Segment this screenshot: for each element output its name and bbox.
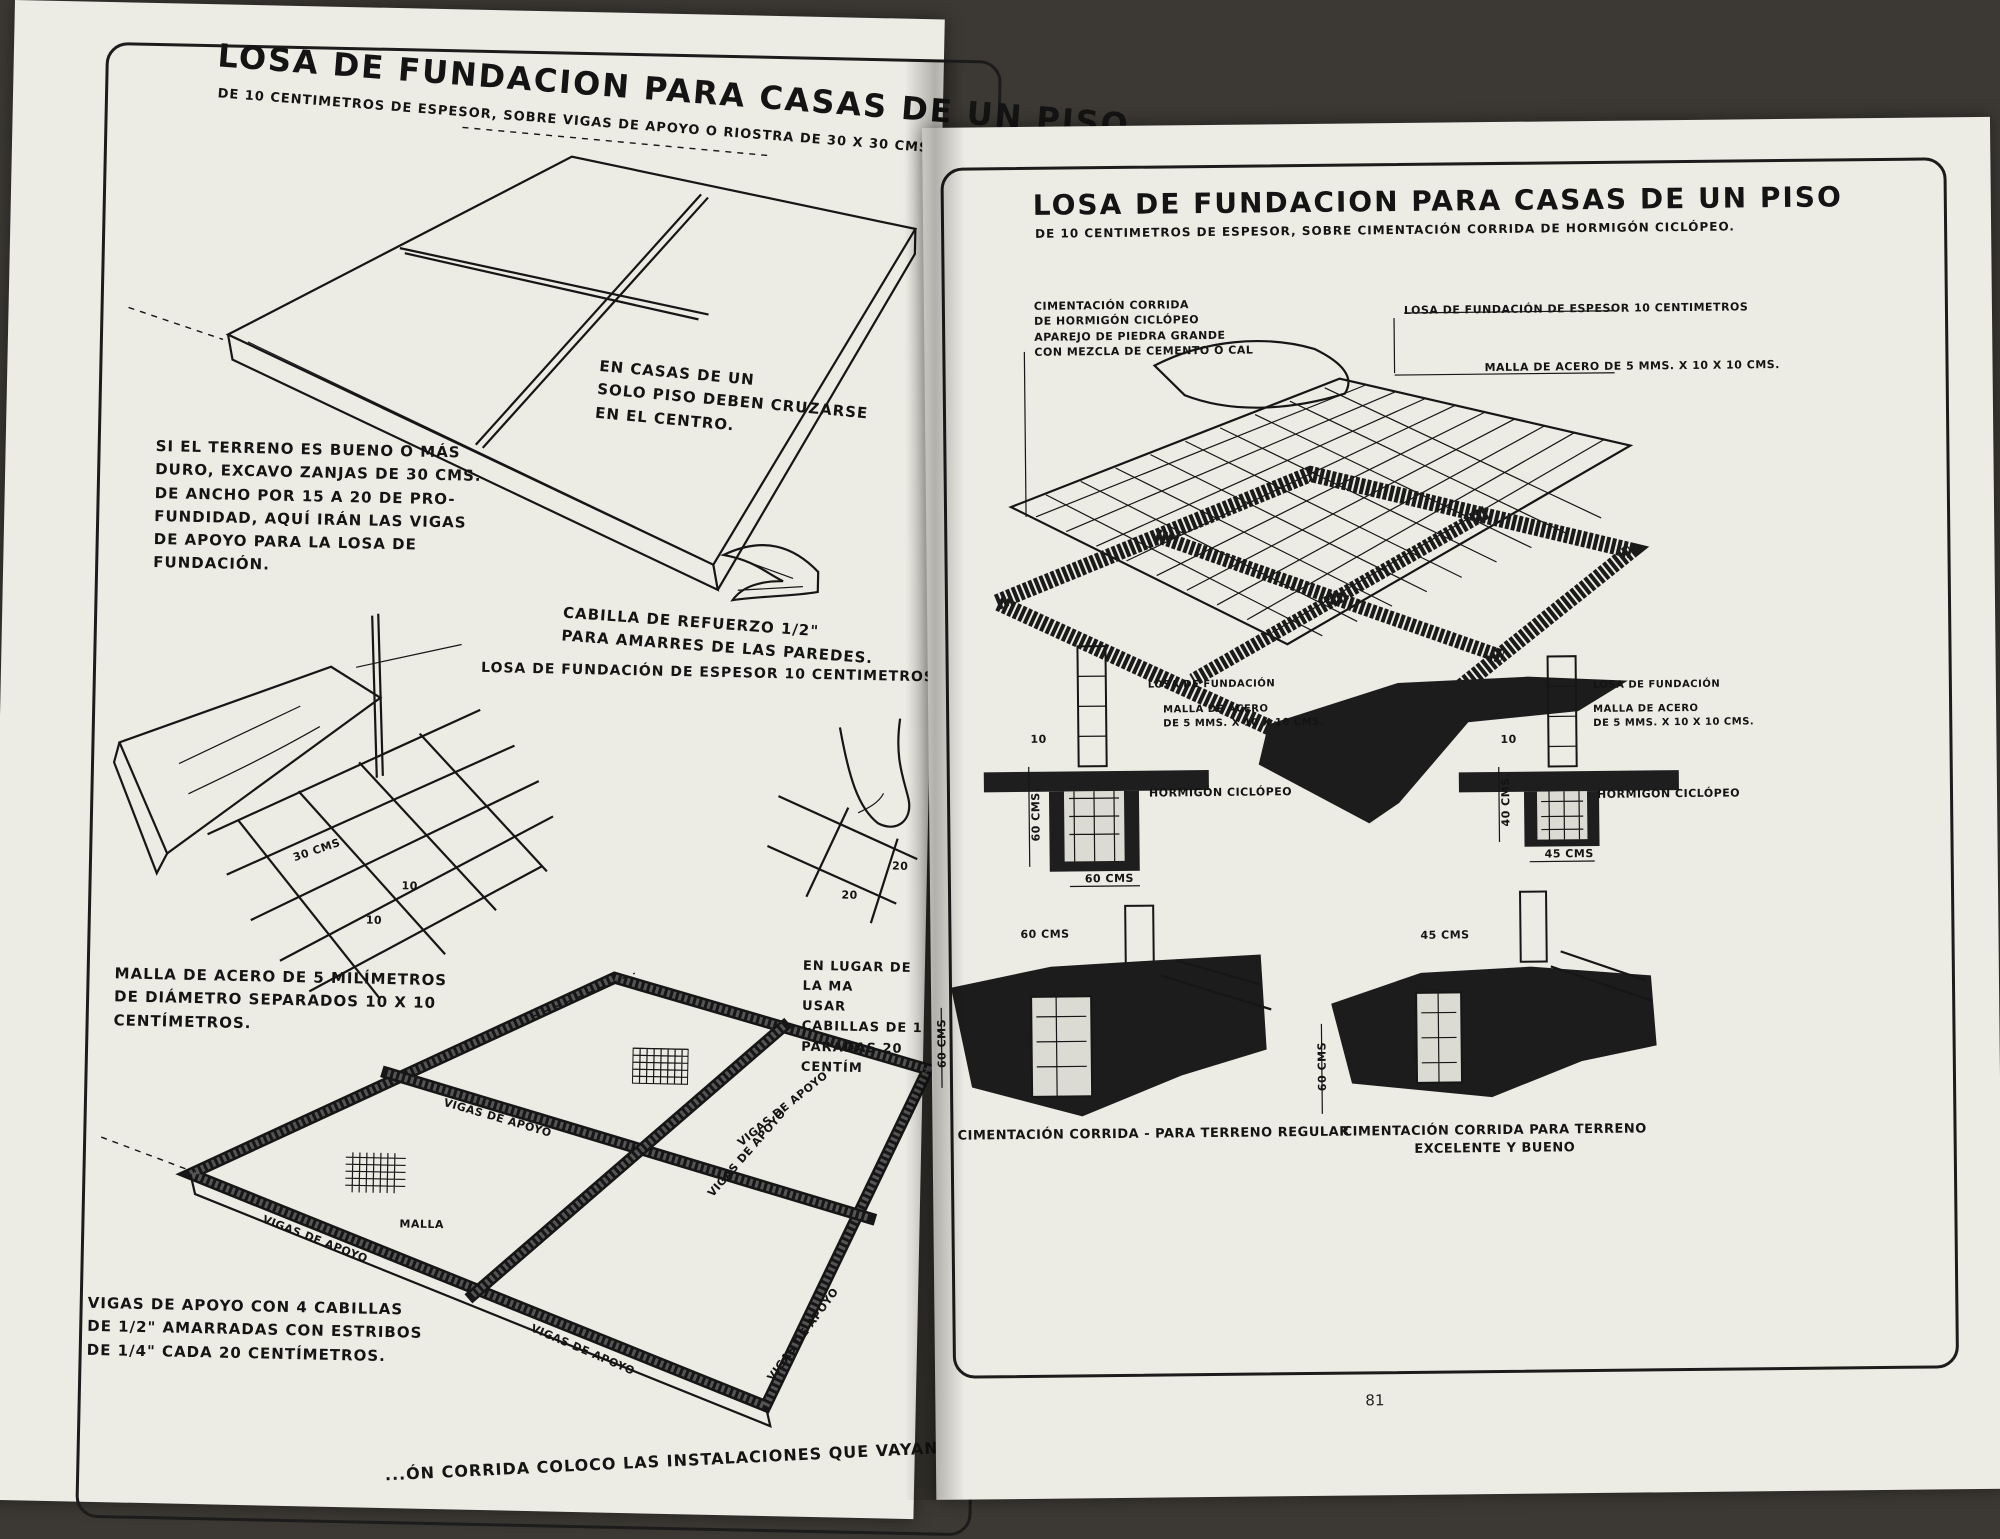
dim-mesh-10b: 10 [366,913,383,929]
dim-hand-20b: 20 [892,859,909,875]
sec1-dim-depth: 60 cms. [1028,788,1044,842]
perspective-1-drawing [940,904,1272,1117]
note-terreno: Si el terreno es bueno o más duro, excav… [153,435,482,581]
persp2-dim-depth: 60 cms [1314,1042,1330,1091]
sec2-dim-top: 10 [1500,732,1516,748]
mesh-patch-1 [632,1048,688,1084]
main-foundation-drawing [994,311,1634,828]
sec2-malla-label: Malla de acero de 5 mms. x 10 x 10 cms. [1593,701,1754,731]
dim-hand-20a: 20 [841,888,858,904]
mesh-patch-2 [345,1152,406,1193]
sec2-losa-label: Losa de fundación [1593,678,1720,693]
left-illustrations [0,0,945,1519]
left-page: Losa de fundacion para casas de un piso … [0,0,945,1519]
sec1-dim-width: 60 cms [1085,871,1134,887]
sec2-hormigon-label: Hormigón ciclópeo [1597,785,1740,802]
right-illustrations [922,117,2000,1500]
right-page: Losa de fundacion para casas de un piso … [922,117,2000,1500]
label-malla-patch: Malla [399,1216,444,1232]
sec1-malla-label: Malla de acero de 5 mms. x 10 x 10 cms. [1163,702,1324,732]
perspective-2-drawing [1320,890,1657,1113]
sec2-dim-width: 45 cms [1545,846,1594,862]
persp1-dim-width: 60 cms [1020,926,1069,942]
sec1-hormigon-label: Hormigón ciclópeo [1149,784,1292,801]
note-malla-acero: Malla de acero de 5 milímetros de diámet… [113,962,447,1039]
sec1-dim-top: 10 [1030,732,1046,748]
wing-ornament [723,544,819,602]
sec1-losa-label: Losa de fundación [1148,677,1275,692]
note-en-lugar: En lugar de la ma usar cabillas de 1 par… [801,957,926,1080]
sec2-dim-depth: 40 cms. [1498,773,1514,827]
dim-mesh-10a: 10 [401,878,418,894]
page-number: 81 [1365,1391,1384,1409]
persp2-dim-width: 45 cms [1420,927,1469,943]
persp1-dim-depth: 60 cms [934,1019,950,1068]
caption-terreno-excelente: Cimentación corrida para terreno excelen… [1342,1120,1647,1160]
note-vigas-apoyo: Vigas de apoyo con 4 cabillas de 1/2" am… [87,1292,424,1369]
